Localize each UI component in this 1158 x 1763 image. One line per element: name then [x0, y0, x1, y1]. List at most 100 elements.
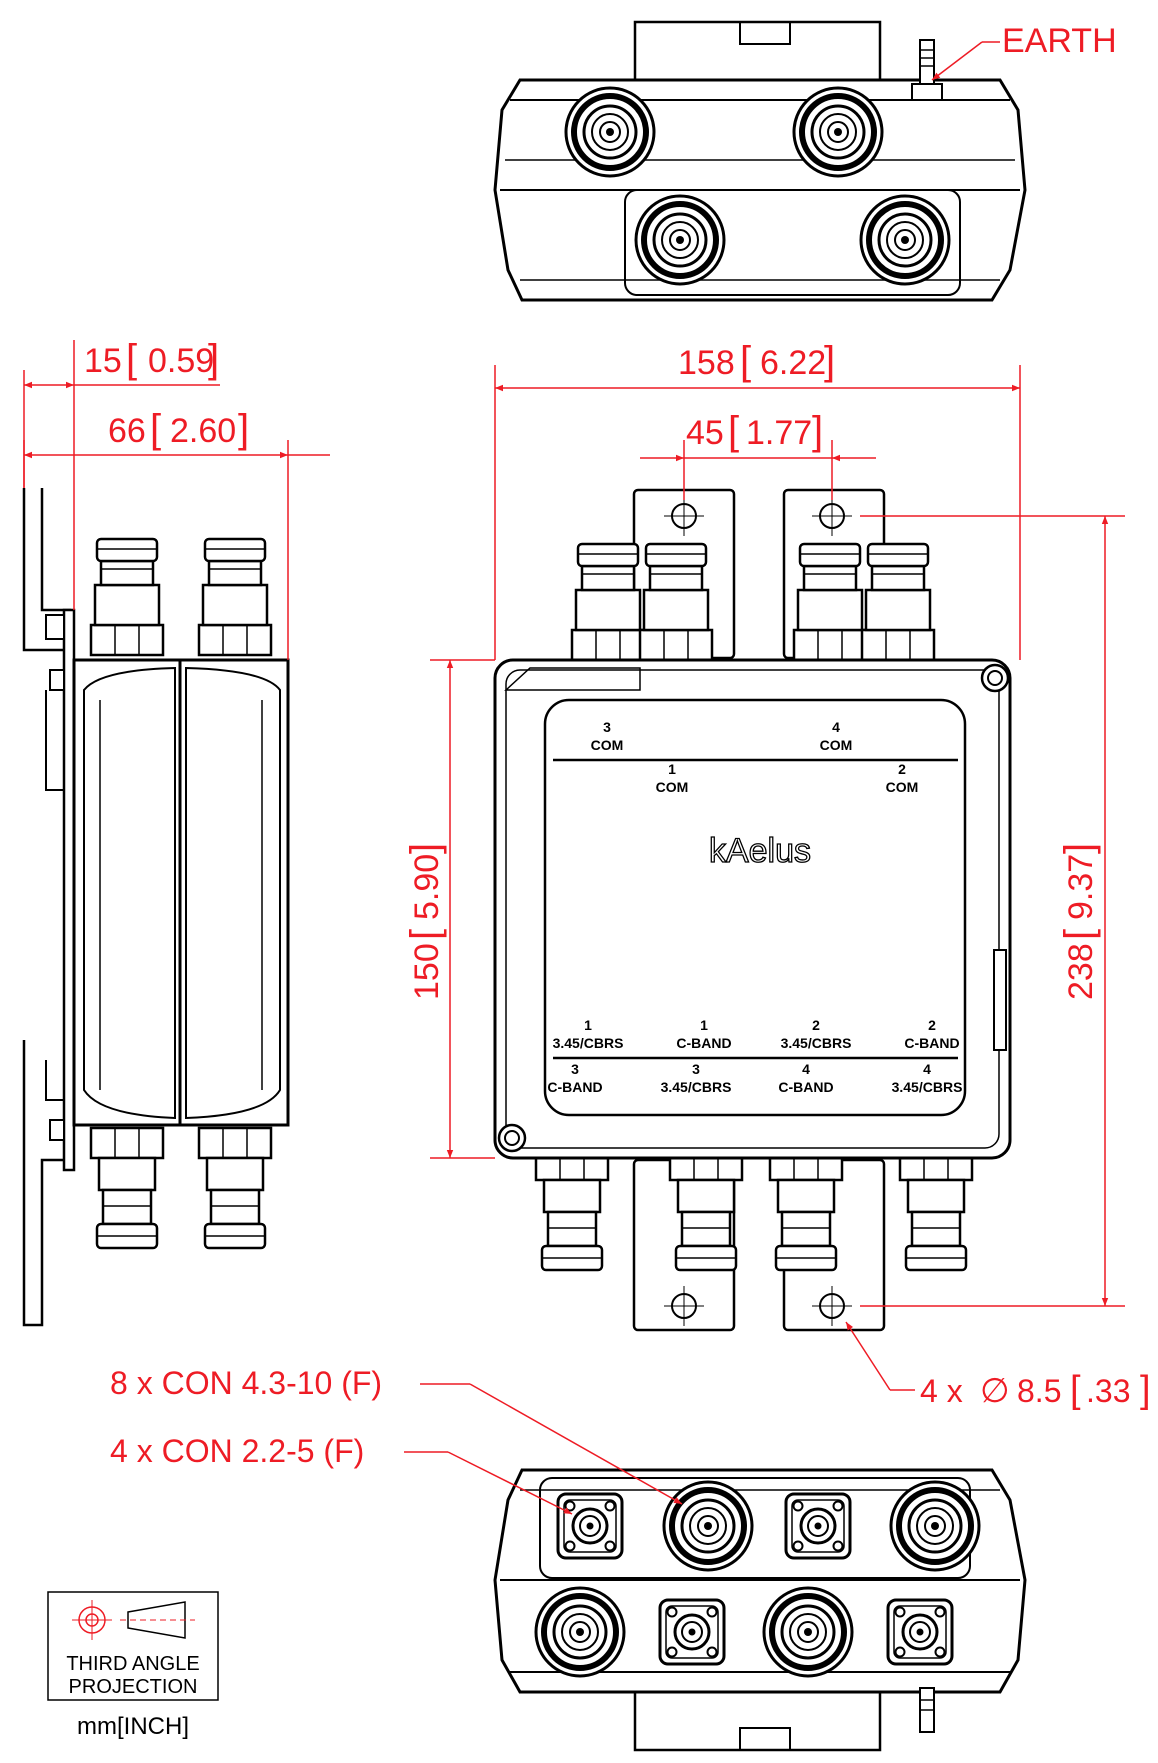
bottom-small-connector-4 [886, 1598, 954, 1666]
depth-flange-mm: 15 [84, 342, 122, 380]
width-inch: 6.22 [760, 344, 826, 382]
projection-cone-icon [127, 1601, 186, 1639]
earth-callout: EARTH [931, 22, 1117, 81]
side-view-top-connector-1 [89, 537, 165, 657]
dim-holes-callout: 4 x ∅ 8.5 [ .33 ] [845, 1321, 1151, 1411]
port-label-4com-num: 4 [832, 719, 840, 735]
dim-overall-height: 238 [ 9.37 ] [860, 515, 1125, 1307]
port-label-4com-name: COM [820, 737, 853, 753]
hole-spacing-inch: 1.77 [746, 414, 812, 452]
top-view-connector-1 [566, 88, 654, 176]
brand-logo: kAelus [709, 832, 811, 870]
svg-text:[: [ [1070, 1369, 1081, 1411]
svg-text:]: ] [812, 409, 823, 453]
port-label-b2-0-num: 3 [571, 1061, 579, 1077]
bottom-small-connector-1 [556, 1492, 624, 1560]
body-height-mm: 150 [408, 943, 446, 1000]
overall-height-mm: 238 [1062, 943, 1100, 1000]
top-view-connector-3 [636, 196, 724, 284]
port-label-b1-1-name: C-BAND [676, 1035, 731, 1051]
bottom-big-connector-2 [891, 1482, 979, 1570]
front-top-connector-2 [638, 542, 714, 662]
body-height-inch: 5.90 [408, 854, 446, 920]
svg-text:]: ] [1140, 1369, 1151, 1411]
port-label-b1-2-num: 2 [812, 1017, 820, 1033]
front-top-connector-1 [570, 542, 646, 662]
side-view [22, 488, 290, 1327]
port-label-2com-name: COM [886, 779, 919, 795]
port-label-b2-0-name: C-BAND [547, 1079, 602, 1095]
port-label-2com-num: 2 [898, 761, 906, 777]
overall-height-inch: 9.37 [1062, 854, 1100, 920]
hole-spacing-mm: 45 [686, 414, 724, 452]
port-label-3com-num: 3 [603, 719, 611, 735]
svg-text:[: [ [1057, 929, 1101, 940]
con-43-10-callout: 8 x CON 4.3-10 (F) [110, 1365, 683, 1505]
holes-inch: .33 [1086, 1373, 1130, 1409]
dim-body-height: 150 [ 5.90 ] [403, 659, 495, 1159]
side-view-bottom-connector-2 [197, 1126, 273, 1250]
projection-line2: PROJECTION [69, 1676, 198, 1698]
side-view-bottom-connector-1 [89, 1126, 165, 1250]
bottom-big-connector-4 [764, 1588, 852, 1676]
bottom-small-connector-3 [658, 1598, 726, 1666]
bottom-view [493, 1468, 1027, 1752]
width-mm: 158 [678, 344, 735, 382]
top-view [493, 20, 1027, 302]
front-labels: 3 COM 4 COM 1 COM 2 COM kAelus 1 3.45/CB… [547, 719, 962, 1095]
port-label-b1-3-num: 2 [928, 1017, 936, 1033]
svg-text:[: [ [728, 409, 739, 453]
svg-text:]: ] [1057, 843, 1101, 854]
units-label: mm[INCH] [77, 1713, 189, 1740]
port-label-b1-2-name: 3.45/CBRS [781, 1035, 852, 1051]
dim-depth: 66 [ 2.60 ] [23, 407, 330, 660]
front-bottom-connector-1 [534, 1148, 610, 1272]
top-view-connector-4 [861, 196, 949, 284]
port-label-1com-name: COM [656, 779, 689, 795]
depth-inch: 2.60 [170, 412, 236, 450]
front-bottom-connector-3 [768, 1148, 844, 1272]
svg-text:[: [ [740, 339, 751, 383]
top-view-connector-2 [794, 88, 882, 176]
holes-symbol: ∅ [980, 1372, 1010, 1410]
bottom-big-connector-3 [536, 1588, 624, 1676]
con-22-5-label: 4 x CON 2.2-5 (F) [110, 1433, 364, 1469]
bottom-big-connector-1 [664, 1482, 752, 1570]
bottom-small-connector-2 [784, 1492, 852, 1560]
projection-line1: THIRD ANGLE [66, 1653, 199, 1675]
port-label-b1-0-name: 3.45/CBRS [553, 1035, 624, 1051]
port-label-b2-3-num: 4 [923, 1061, 931, 1077]
earth-label: EARTH [1002, 22, 1117, 60]
port-label-b2-2-num: 4 [802, 1061, 810, 1077]
dim-depth-flange: 15 [ 0.59 ] [23, 337, 220, 610]
port-label-b1-0-num: 1 [584, 1017, 592, 1033]
port-label-1com-num: 1 [668, 761, 676, 777]
svg-text:]: ] [238, 407, 249, 451]
svg-text:]: ] [208, 337, 219, 381]
front-top-connector-4 [860, 542, 936, 662]
svg-text:[: [ [150, 407, 161, 451]
projection-legend: THIRD ANGLE PROJECTION mm[INCH] [47, 1591, 219, 1740]
side-view-top-connector-2 [197, 537, 273, 657]
holes-mm: 8.5 [1017, 1373, 1061, 1409]
con-22-5-callout: 4 x CON 2.2-5 (F) [110, 1433, 573, 1515]
port-label-b2-3-name: 3.45/CBRS [892, 1079, 963, 1095]
svg-text:]: ] [403, 843, 447, 854]
svg-text:]: ] [824, 339, 835, 383]
port-label-b2-1-name: 3.45/CBRS [661, 1079, 732, 1095]
front-top-connector-3 [792, 542, 868, 662]
port-label-b2-1-num: 3 [692, 1061, 700, 1077]
con-43-10-label: 8 x CON 4.3-10 (F) [110, 1365, 382, 1401]
front-view [493, 488, 1012, 1332]
port-label-b1-1-num: 1 [700, 1017, 708, 1033]
dim-width: 158 [ 6.22 ] [494, 339, 1021, 660]
front-bottom-connector-4 [898, 1148, 974, 1272]
dim-hole-spacing: 45 [ 1.77 ] [640, 409, 876, 500]
port-label-b2-2-name: C-BAND [778, 1079, 833, 1095]
depth-mm: 66 [108, 412, 146, 450]
holes-prefix: 4 x [920, 1373, 963, 1409]
depth-flange-inch: 0.59 [148, 342, 214, 380]
svg-text:[: [ [403, 929, 447, 940]
port-label-b1-3-name: C-BAND [904, 1035, 959, 1051]
